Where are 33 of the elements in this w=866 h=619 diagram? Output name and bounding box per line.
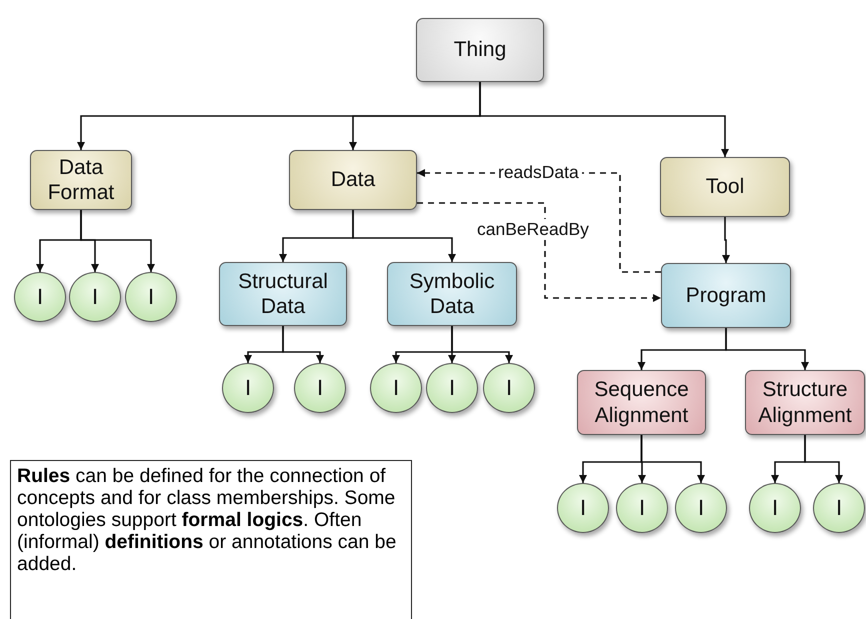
class-box: Sequence Alignment bbox=[577, 370, 706, 435]
instance-circle: I bbox=[14, 272, 66, 322]
arrow bbox=[352, 210, 456, 262]
class-box: Thing bbox=[416, 18, 544, 82]
instance-circle: I bbox=[557, 483, 609, 533]
arrow bbox=[451, 326, 513, 363]
instance-circle: I bbox=[125, 272, 177, 322]
arrow bbox=[282, 326, 324, 363]
instance-circle: I bbox=[222, 363, 274, 413]
class-box: Structural Data bbox=[219, 262, 347, 326]
instance-circle: I bbox=[483, 363, 535, 413]
instance-circle: I bbox=[294, 363, 346, 413]
instance-circle: I bbox=[749, 483, 801, 533]
dashed-arrow bbox=[417, 202, 661, 302]
arrow bbox=[80, 210, 155, 272]
class-box: Data Format bbox=[30, 150, 132, 210]
instance-circle: I bbox=[675, 483, 727, 533]
instance-circle: I bbox=[69, 272, 121, 322]
class-box: Program bbox=[661, 263, 791, 328]
class-box: Data bbox=[289, 150, 417, 210]
instance-circle: I bbox=[426, 363, 478, 413]
note-box: Rules can be defined for the connection of concepts and for class memberships. Some ontologies support formal logics. Often (informal) definitions or annotations can be added. bbox=[10, 460, 412, 619]
class-box: Tool bbox=[660, 157, 790, 217]
arrow bbox=[479, 82, 729, 157]
instance-circle: I bbox=[370, 363, 422, 413]
instance-circle: I bbox=[813, 483, 865, 533]
instance-circle: I bbox=[616, 483, 668, 533]
arrow bbox=[725, 328, 809, 370]
arrow bbox=[804, 435, 843, 483]
arrow bbox=[640, 435, 705, 483]
arrow bbox=[722, 217, 730, 263]
class-box: Structure Alignment bbox=[745, 370, 865, 435]
class-box: Symbolic Data bbox=[387, 262, 517, 326]
